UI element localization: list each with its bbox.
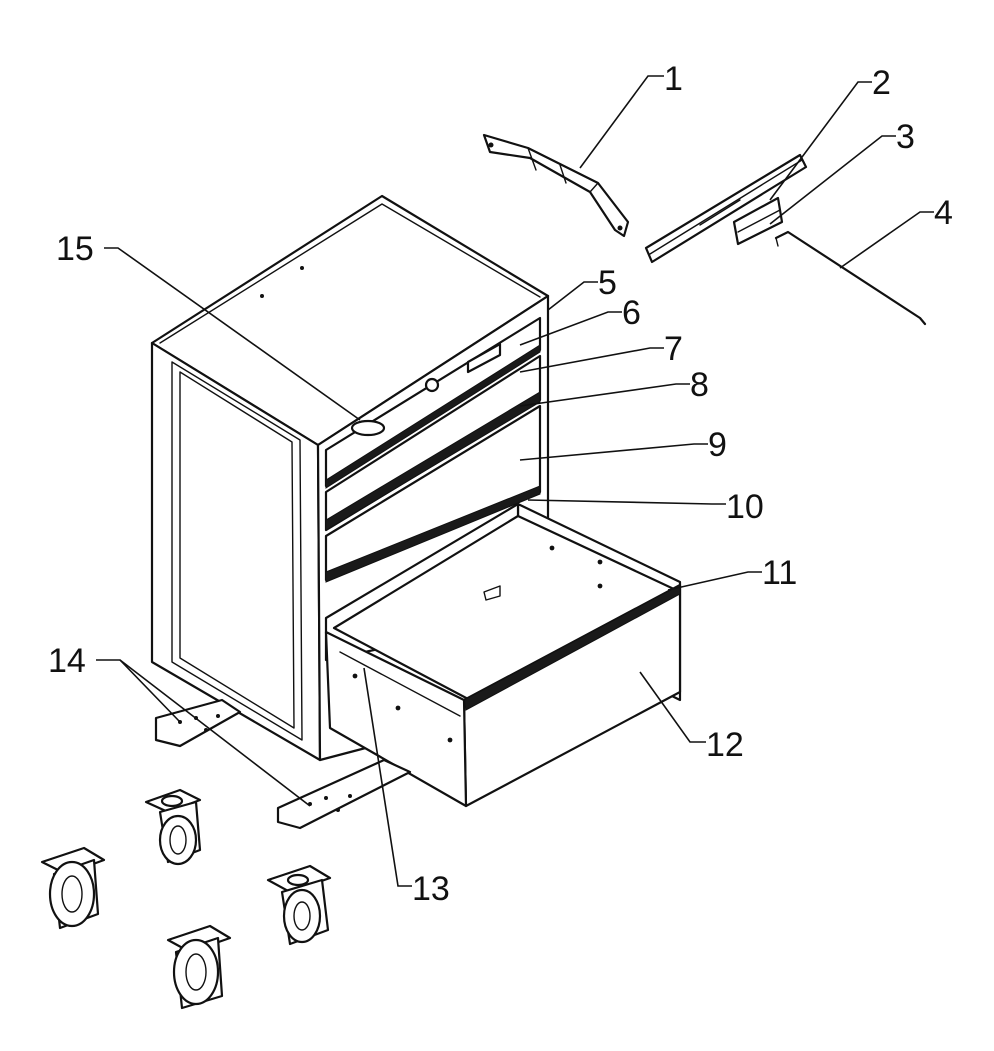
part-3-bracket	[732, 196, 784, 246]
label-9: 9	[708, 426, 727, 464]
caster-2	[40, 846, 106, 930]
cabinet-body	[150, 194, 550, 762]
label-11: 11	[762, 554, 797, 592]
label-4: 4	[934, 194, 953, 232]
label-14: 14	[48, 642, 86, 680]
caster-1	[144, 788, 202, 866]
caster-3	[266, 864, 332, 946]
label-7: 7	[664, 330, 683, 368]
label-15: 15	[56, 230, 94, 268]
label-6: 6	[622, 294, 641, 332]
label-10: 10	[726, 488, 764, 526]
part-1-handle	[482, 133, 630, 238]
open-drawer	[324, 502, 682, 808]
label-12: 12	[706, 726, 744, 764]
part-4-rod	[774, 230, 927, 326]
label-5: 5	[598, 264, 617, 302]
callout-labels: 1 2 3 4 5 6 7 8 9 10 11 12 13 14 15	[48, 60, 953, 908]
caster-4	[166, 924, 232, 1010]
label-8: 8	[690, 366, 709, 404]
callout-lines	[96, 75, 934, 887]
label-13: 13	[412, 870, 450, 908]
label-3: 3	[896, 118, 915, 156]
bottom-plates	[154, 698, 412, 830]
part-2-slide	[644, 153, 808, 264]
label-1: 1	[664, 60, 683, 98]
label-2: 2	[872, 64, 891, 102]
